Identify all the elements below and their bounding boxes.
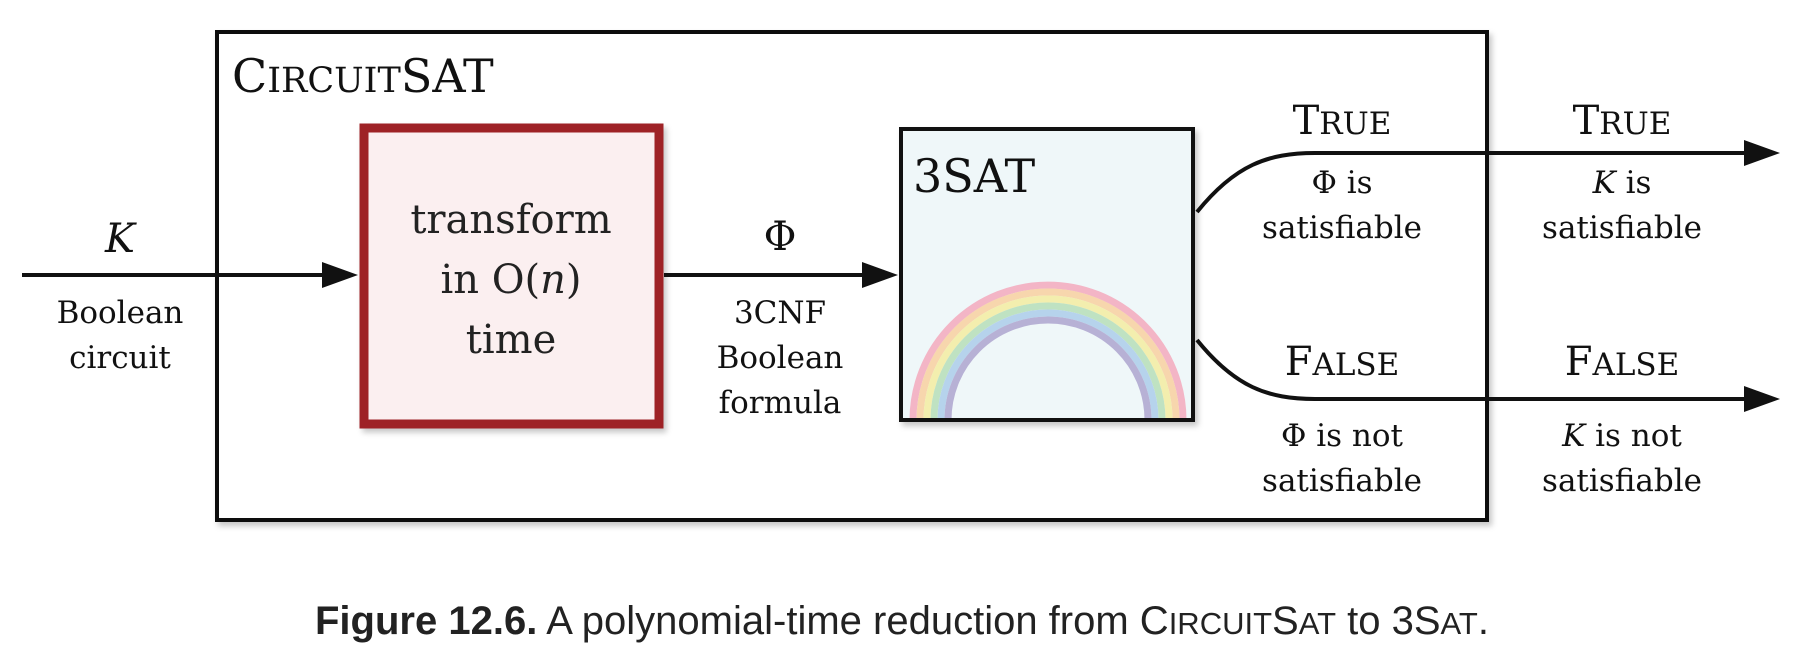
input-label-line2: circuit: [69, 340, 171, 376]
outer-false-desc-line1: K is not: [1561, 418, 1682, 454]
middle-label-line3: formula: [719, 385, 842, 421]
transform-line1: transform: [410, 197, 611, 243]
input-label-line1: Boolean: [57, 295, 184, 331]
transform-line2: in O(n): [440, 257, 581, 303]
transform-line3: time: [466, 317, 556, 363]
outer-true-desc-line1: K is: [1592, 165, 1652, 201]
input-arrowhead: [322, 262, 358, 288]
threesat-title: 3SAT: [913, 149, 1035, 203]
rainbow-band-5: [937, 309, 1159, 420]
rainbow-band-1: [909, 281, 1187, 420]
middle-label-line2: Boolean: [717, 340, 844, 376]
rainbow-band-2: [916, 288, 1180, 420]
transform-box: [359, 123, 664, 429]
rainbow-band-6: [944, 316, 1152, 420]
outer-false-label: FALSE: [1565, 339, 1680, 385]
outer-true-label: TRUE: [1573, 98, 1672, 144]
middle-arrowhead: [862, 262, 898, 288]
inner-true-desc-line2: satisfiable: [1262, 210, 1422, 246]
false-arrowhead: [1744, 386, 1780, 412]
true-arrowhead: [1744, 140, 1780, 166]
input-symbol: K: [104, 216, 137, 262]
rainbow-band-4: [930, 302, 1166, 420]
inner-false-label: FALSE: [1285, 339, 1400, 385]
outer-false-desc-line2: satisfiable: [1542, 463, 1702, 499]
inner-false-desc-line2: satisfiable: [1262, 463, 1422, 499]
caption-label: Figure 12.6.: [315, 599, 537, 643]
inner-true-label: TRUE: [1293, 98, 1392, 144]
figure-caption: Figure 12.6. A polynomial-time reduction…: [315, 599, 1489, 643]
rainbow-icon: [909, 281, 1187, 420]
circuitsat-title: CIRCUITSAT: [232, 49, 494, 103]
false-branch-line: [1195, 338, 1746, 401]
inner-false-desc-line1: Φ is not: [1281, 418, 1404, 454]
true-branch-line: [1195, 151, 1746, 214]
inner-true-desc-line1: Φ is: [1311, 165, 1372, 201]
rainbow-band-3: [923, 295, 1173, 420]
outer-true-desc-line2: satisfiable: [1542, 210, 1702, 246]
middle-label-line1: 3CNF: [734, 295, 826, 331]
phi-symbol: Φ: [764, 214, 797, 260]
